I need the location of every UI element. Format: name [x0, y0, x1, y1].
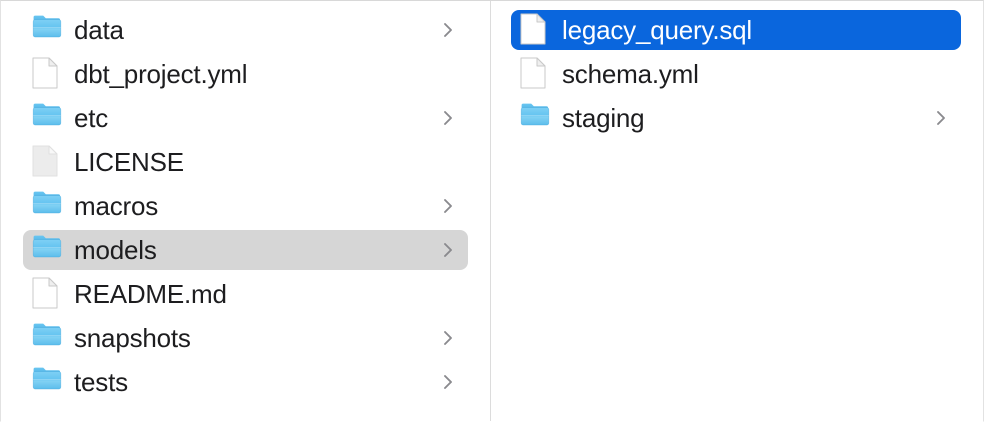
chevron-right-icon[interactable] — [442, 20, 454, 40]
folder-row[interactable]: macros — [23, 186, 468, 226]
file-icon — [520, 57, 550, 91]
item-label: legacy_query.sql — [562, 15, 752, 45]
item-label: snapshots — [74, 323, 191, 353]
folder-icon — [32, 13, 62, 47]
folder-icon — [32, 233, 62, 267]
folder-row[interactable]: snapshots — [23, 318, 468, 358]
file-row[interactable]: legacy_query.sql — [511, 10, 961, 50]
file-row[interactable]: schema.yml — [511, 54, 961, 94]
item-label: macros — [74, 191, 159, 221]
folder-icon — [32, 321, 62, 355]
folder-row[interactable]: data — [23, 10, 468, 50]
folder-icon — [32, 101, 62, 135]
folder-icon — [520, 101, 550, 135]
chevron-right-icon[interactable] — [442, 372, 454, 392]
chevron-right-icon[interactable] — [442, 328, 454, 348]
item-label: staging — [562, 103, 645, 133]
file-row[interactable]: README.md — [23, 274, 468, 314]
browser-column-2[interactable]: legacy_query.sql schema.yml staging — [491, 1, 983, 421]
folder-icon — [32, 189, 62, 223]
item-label: models — [74, 235, 157, 265]
item-label: schema.yml — [562, 59, 699, 89]
chevron-right-icon[interactable] — [935, 108, 947, 128]
chevron-right-icon[interactable] — [442, 240, 454, 260]
item-label: dbt_project.yml — [74, 59, 248, 89]
file-row[interactable]: dbt_project.yml — [23, 54, 468, 94]
item-label: tests — [74, 367, 128, 397]
browser-column-1[interactable]: data dbt_project.yml etc — [1, 1, 491, 421]
folder-row[interactable]: staging — [511, 98, 961, 138]
folder-icon — [32, 365, 62, 399]
file-icon — [520, 13, 550, 47]
chevron-right-icon[interactable] — [442, 108, 454, 128]
file-icon — [32, 277, 62, 311]
file-icon — [32, 57, 62, 91]
folder-row[interactable]: models — [23, 230, 468, 270]
generic-file-icon — [32, 145, 62, 179]
folder-row[interactable]: etc — [23, 98, 468, 138]
file-row[interactable]: LICENSE — [23, 142, 468, 182]
item-label: LICENSE — [74, 147, 184, 177]
item-label: etc — [74, 103, 109, 133]
chevron-right-icon[interactable] — [442, 196, 454, 216]
item-label: data — [74, 15, 124, 45]
item-label: README.md — [74, 279, 227, 309]
folder-row[interactable]: tests — [23, 362, 468, 402]
